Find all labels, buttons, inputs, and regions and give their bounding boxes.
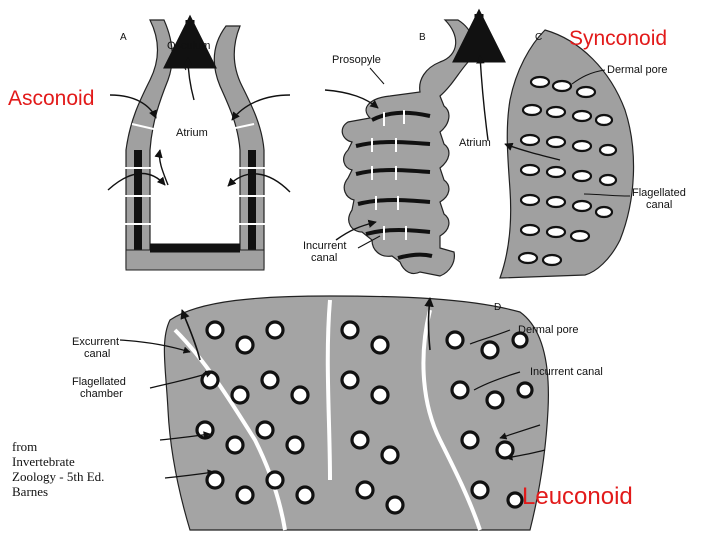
flagellated-canal-line1: Flagellated: [632, 187, 686, 199]
incurrent-canal-label-b: Incurrent canal: [303, 240, 346, 264]
credit-line-3: Zoology - 5th Ed.: [12, 469, 105, 484]
flagellated-canal-line2: canal: [646, 199, 673, 211]
asconoid-diagram: [107, 14, 291, 271]
panel-a-letter: A: [120, 32, 127, 43]
asconoid-base: [125, 249, 265, 271]
asconoid-right-wall: [213, 25, 265, 269]
excurrent-canal-line1: Excurrent: [72, 336, 120, 348]
panel-b-letter: B: [419, 32, 426, 43]
flagellated-chamber-line1: Flagellated: [72, 376, 126, 388]
excurrent-canal-label: Excurrent canal: [72, 336, 119, 360]
incurrent-canal-b-line1: Incurrent: [303, 240, 347, 252]
leuconoid-mass: [163, 295, 549, 531]
leuconoid-title: Leuconoid: [522, 483, 633, 510]
panel-c-letter: C: [535, 32, 543, 43]
prosopyle-label: Prosopyle: [332, 54, 381, 66]
excurrent-canal-line2: canal: [84, 348, 111, 360]
synconoid-title: Synconoid: [569, 27, 668, 50]
asconoid-title: Asconoid: [8, 87, 95, 110]
credit-line-2: Invertebrate: [12, 454, 75, 469]
synconoid-b-outer: [341, 19, 475, 277]
dermal-pore-label-d: Dermal pore: [518, 324, 579, 336]
incurrent-canal-b-line2: canal: [311, 252, 338, 264]
credit-line-1: from: [12, 439, 38, 454]
credit-line-4: Barnes: [12, 484, 49, 499]
atrium-label-a: Atrium: [176, 127, 208, 139]
incurrent-canal-label-d: Incurrent canal: [530, 366, 603, 378]
flagellated-chamber-line2: chamber: [80, 388, 123, 400]
synconoid-b-diagram: [324, 8, 506, 277]
leuconoid-diagram: [119, 295, 549, 531]
asconoid-left-wall: [125, 19, 173, 269]
panel-d-letter: D: [494, 302, 502, 313]
atrium-label-b: Atrium: [459, 137, 491, 149]
source-credit: from Invertebrate Zoology - 5th Ed. Barn…: [12, 439, 104, 499]
flagellated-chamber-label: Flagellated chamber: [72, 376, 126, 400]
dermal-pore-label-c: Dermal pore: [607, 64, 668, 76]
osculum-label: Osculum: [167, 40, 211, 52]
synconoid-c-diagram: [499, 29, 635, 279]
flagellated-canal-label: Flagellated canal: [632, 187, 686, 211]
